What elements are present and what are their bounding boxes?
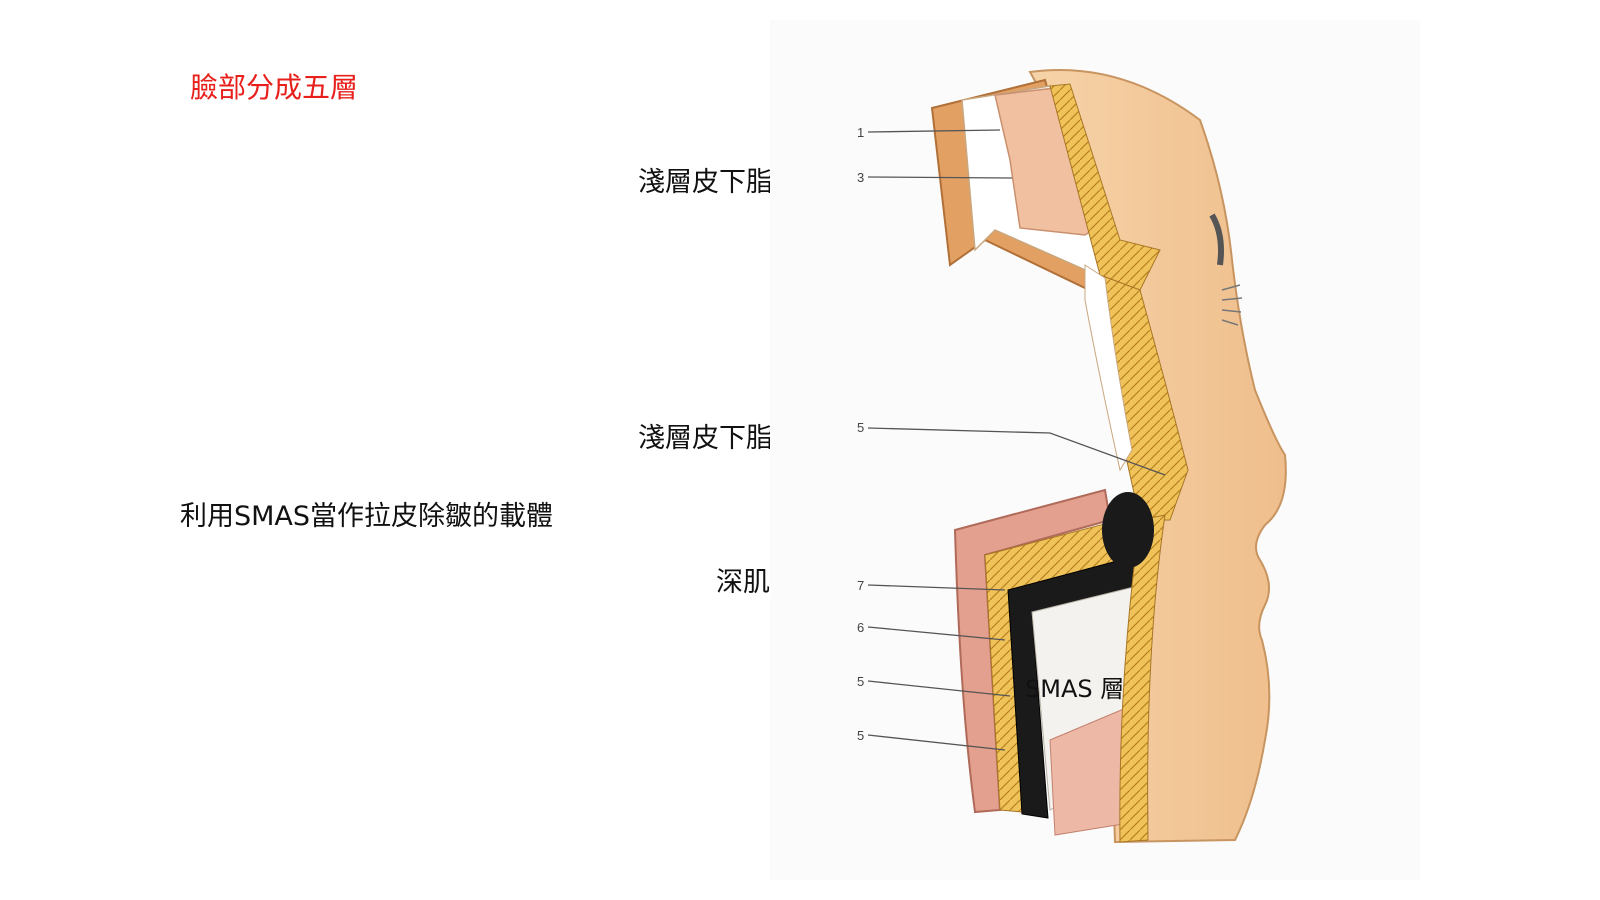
leader-5-middle <box>867 680 1011 697</box>
lower-fibrous-strip <box>1119 514 1166 843</box>
eyelashes <box>1221 284 1243 326</box>
leader-7 <box>867 584 1006 591</box>
number-3: 3 <box>857 170 864 185</box>
leader-1 <box>867 129 1001 133</box>
leader-5-upper <box>867 427 1166 476</box>
middle-white-band <box>1084 264 1133 472</box>
smas-layer-label: SMAS 層 <box>1025 675 1125 703</box>
number-7: 7 <box>857 578 864 593</box>
leader-3 <box>867 176 1013 179</box>
number-5-lower: 5 <box>857 728 864 743</box>
leader-5-lower <box>867 734 1006 751</box>
number-1: 1 <box>857 125 864 140</box>
leader-6 <box>867 626 1006 641</box>
slide-title: 臉部分成五層 <box>190 71 359 104</box>
smas-curl <box>1102 492 1154 568</box>
eyebrow <box>1209 213 1224 266</box>
number-5-upper: 5 <box>857 420 864 435</box>
smas-note: 利用SMAS當作拉皮除皺的載體 <box>180 501 554 532</box>
number-5-middle: 5 <box>857 674 864 689</box>
number-6: 6 <box>857 620 864 635</box>
